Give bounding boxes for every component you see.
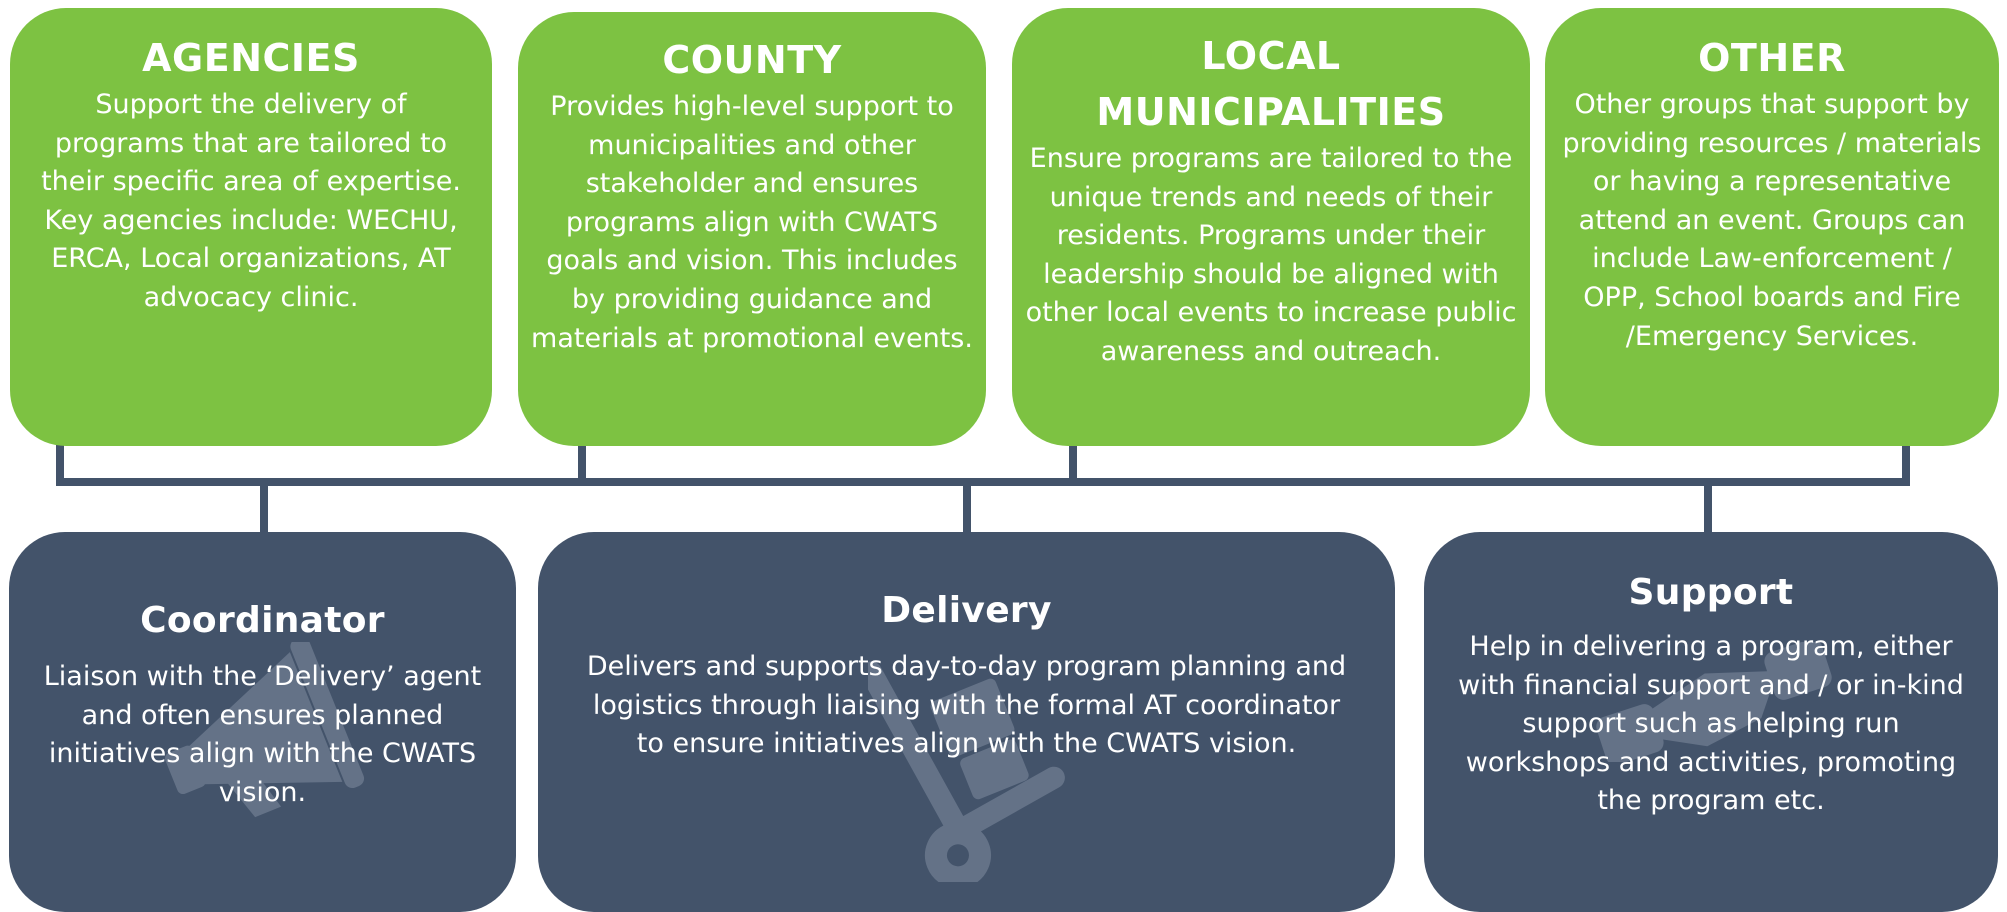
- connector-lines: [56, 440, 1910, 536]
- support-title: Support: [1628, 572, 1794, 613]
- county-description: Provides high-level support to municipal…: [531, 91, 973, 354]
- other-box: OTHER Other groups that support by provi…: [1545, 8, 1999, 446]
- coordinator-box: Coordinator Liaison with the ‘Delivery’ …: [9, 532, 516, 912]
- agencies-box: AGENCIES Support the delivery of program…: [10, 8, 492, 446]
- agencies-title: AGENCIES: [142, 36, 360, 80]
- megaphone-icon: [165, 642, 365, 818]
- local-municipalities-title: LOCAL MUNICIPALITIES: [1096, 34, 1446, 134]
- county-box: COUNTY Provides high-level support to mu…: [518, 12, 986, 446]
- county-title: COUNTY: [662, 38, 842, 82]
- handshake-icon: [1596, 642, 1832, 762]
- support-description: Help in delivering a program, either wit…: [1458, 631, 1964, 817]
- other-title: OTHER: [1698, 36, 1846, 80]
- coordinator-title: Coordinator: [140, 600, 385, 641]
- delivery-description: Delivers and supports day-to-day program…: [586, 651, 1347, 760]
- dolly-icon: [868, 661, 1065, 882]
- coordinator-description: Liaison with the ‘Delivery’ agent and of…: [43, 661, 482, 808]
- delivery-box: Delivery Delivers and supports day-to-da…: [538, 532, 1395, 912]
- other-description: Other groups that support by providing r…: [1562, 89, 1982, 352]
- agencies-description: Support the delivery of programs that ar…: [41, 89, 461, 313]
- delivery-title: Delivery: [881, 590, 1052, 631]
- support-box: Support Help in delivering a program, ei…: [1424, 532, 1998, 912]
- local-municipalities-description: Ensure programs are tailored to the uniq…: [1025, 143, 1517, 367]
- local-municipalities-box: LOCAL MUNICIPALITIES Ensure programs are…: [1012, 8, 1530, 446]
